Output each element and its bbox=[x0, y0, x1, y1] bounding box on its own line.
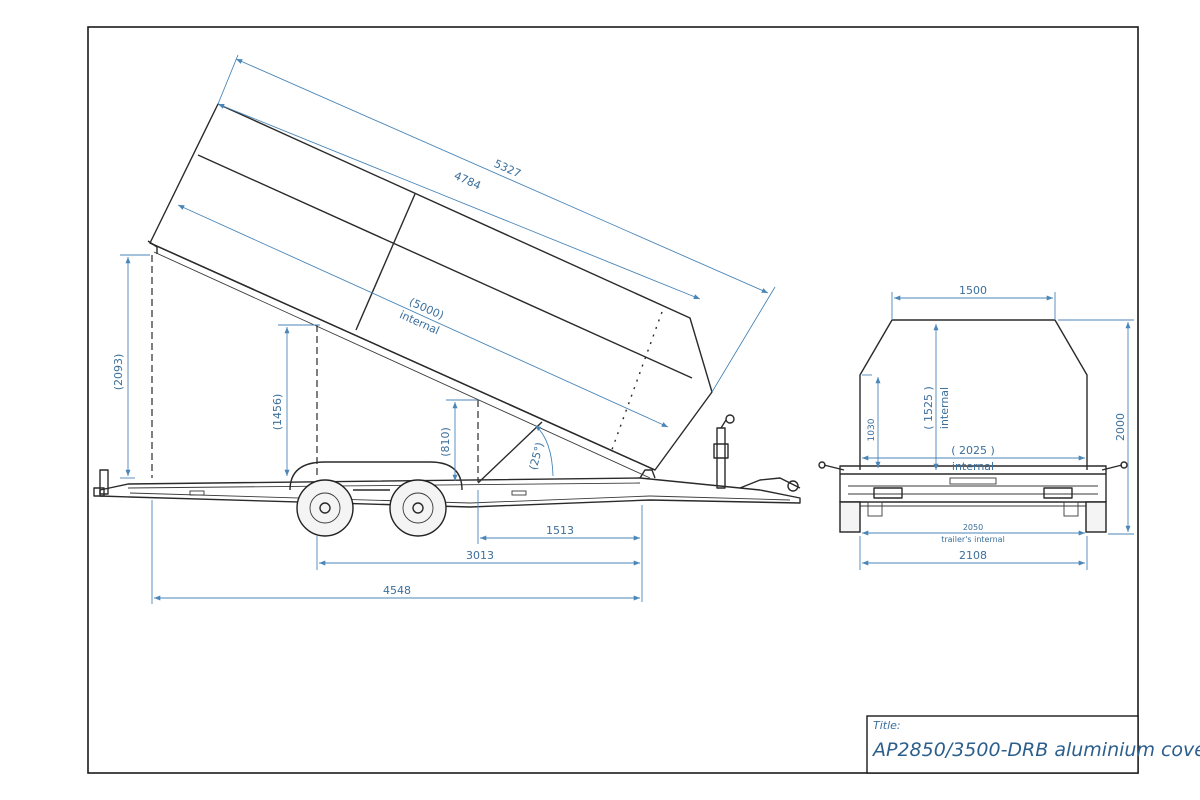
dim-side-height: 1030 bbox=[862, 374, 881, 468]
rear-chassis bbox=[818, 461, 1128, 533]
dim-tilt-angle-text: (25°) bbox=[527, 441, 547, 472]
dim-internal-width: ( 2025 ) internal bbox=[862, 444, 1085, 473]
dim-ram-height-text: (810) bbox=[439, 427, 452, 457]
tipping-ram bbox=[477, 421, 543, 484]
jockey-wheel bbox=[713, 414, 735, 489]
dim-trailer-internal-label: trailer's internal bbox=[941, 535, 1005, 544]
dim-cover-length: 4784 bbox=[217, 103, 701, 300]
chassis bbox=[93, 469, 801, 508]
dim-internal-width-text: ( 2025 ) bbox=[951, 444, 995, 457]
dim-overall-height-text: 2000 bbox=[1114, 413, 1127, 441]
dim-pivot-height-text: (1456) bbox=[271, 394, 284, 431]
dim-overall-length: 5327 bbox=[217, 54, 776, 393]
title-label: Title: bbox=[873, 719, 901, 732]
dim-axle-to-coupler-text: 1513 bbox=[546, 524, 574, 537]
rear-cover-outline bbox=[859, 319, 1088, 470]
tipping-body bbox=[147, 103, 713, 479]
dim-overall-length-text: 5327 bbox=[492, 157, 523, 180]
dim-rear-to-coupler-text: 4548 bbox=[383, 584, 411, 597]
drawing-frame bbox=[87, 26, 1139, 774]
dim-side-height-text: 1030 bbox=[867, 418, 877, 441]
dim-trailer-internal: 2050 trailer's internal bbox=[862, 523, 1085, 544]
dim-tilt-height: (2093) bbox=[112, 254, 150, 479]
rear-view: 1500 ( 1525 ) internal 1030 2000 ( 2025 … bbox=[818, 284, 1134, 570]
dim-top-width-text: 1500 bbox=[959, 284, 987, 297]
dim-ram-height: (810) bbox=[439, 399, 478, 481]
title-block: Title: AP2850/3500-DRB aluminium cover bbox=[866, 715, 1200, 774]
wheels bbox=[289, 461, 463, 537]
dim-overall-width: 2108 bbox=[859, 536, 1088, 570]
dim-internal-width-label: internal bbox=[952, 460, 994, 473]
dim-internal-height-text: ( 1525 ) bbox=[922, 386, 935, 430]
dim-overall-height: 2000 bbox=[1058, 319, 1134, 535]
dim-pivot-height: (1456) bbox=[271, 324, 320, 476]
dim-internal-height-label: internal bbox=[938, 387, 951, 429]
dim-cover-length-text: 4784 bbox=[452, 169, 483, 192]
dim-top-width: 1500 bbox=[891, 284, 1056, 320]
dim-internal-height: ( 1525 ) internal bbox=[922, 324, 951, 470]
dim-body-to-coupler: 3013 bbox=[316, 536, 640, 570]
dim-rear-to-coupler: 4548 bbox=[151, 500, 640, 604]
dim-internal-length: (5000) internal bbox=[177, 204, 669, 428]
side-view: 5327 4784 (5000) internal (2093) (1456) bbox=[93, 54, 801, 604]
dim-overall-width-text: 2108 bbox=[959, 549, 987, 562]
dim-axle-to-coupler: 1513 bbox=[477, 490, 643, 602]
dim-body-to-coupler-text: 3013 bbox=[466, 549, 494, 562]
dim-tilt-height-text: (2093) bbox=[112, 354, 125, 391]
drawing-title: AP2850/3500-DRB aluminium cover bbox=[871, 739, 1200, 761]
dim-trailer-internal-text: 2050 bbox=[963, 523, 983, 532]
